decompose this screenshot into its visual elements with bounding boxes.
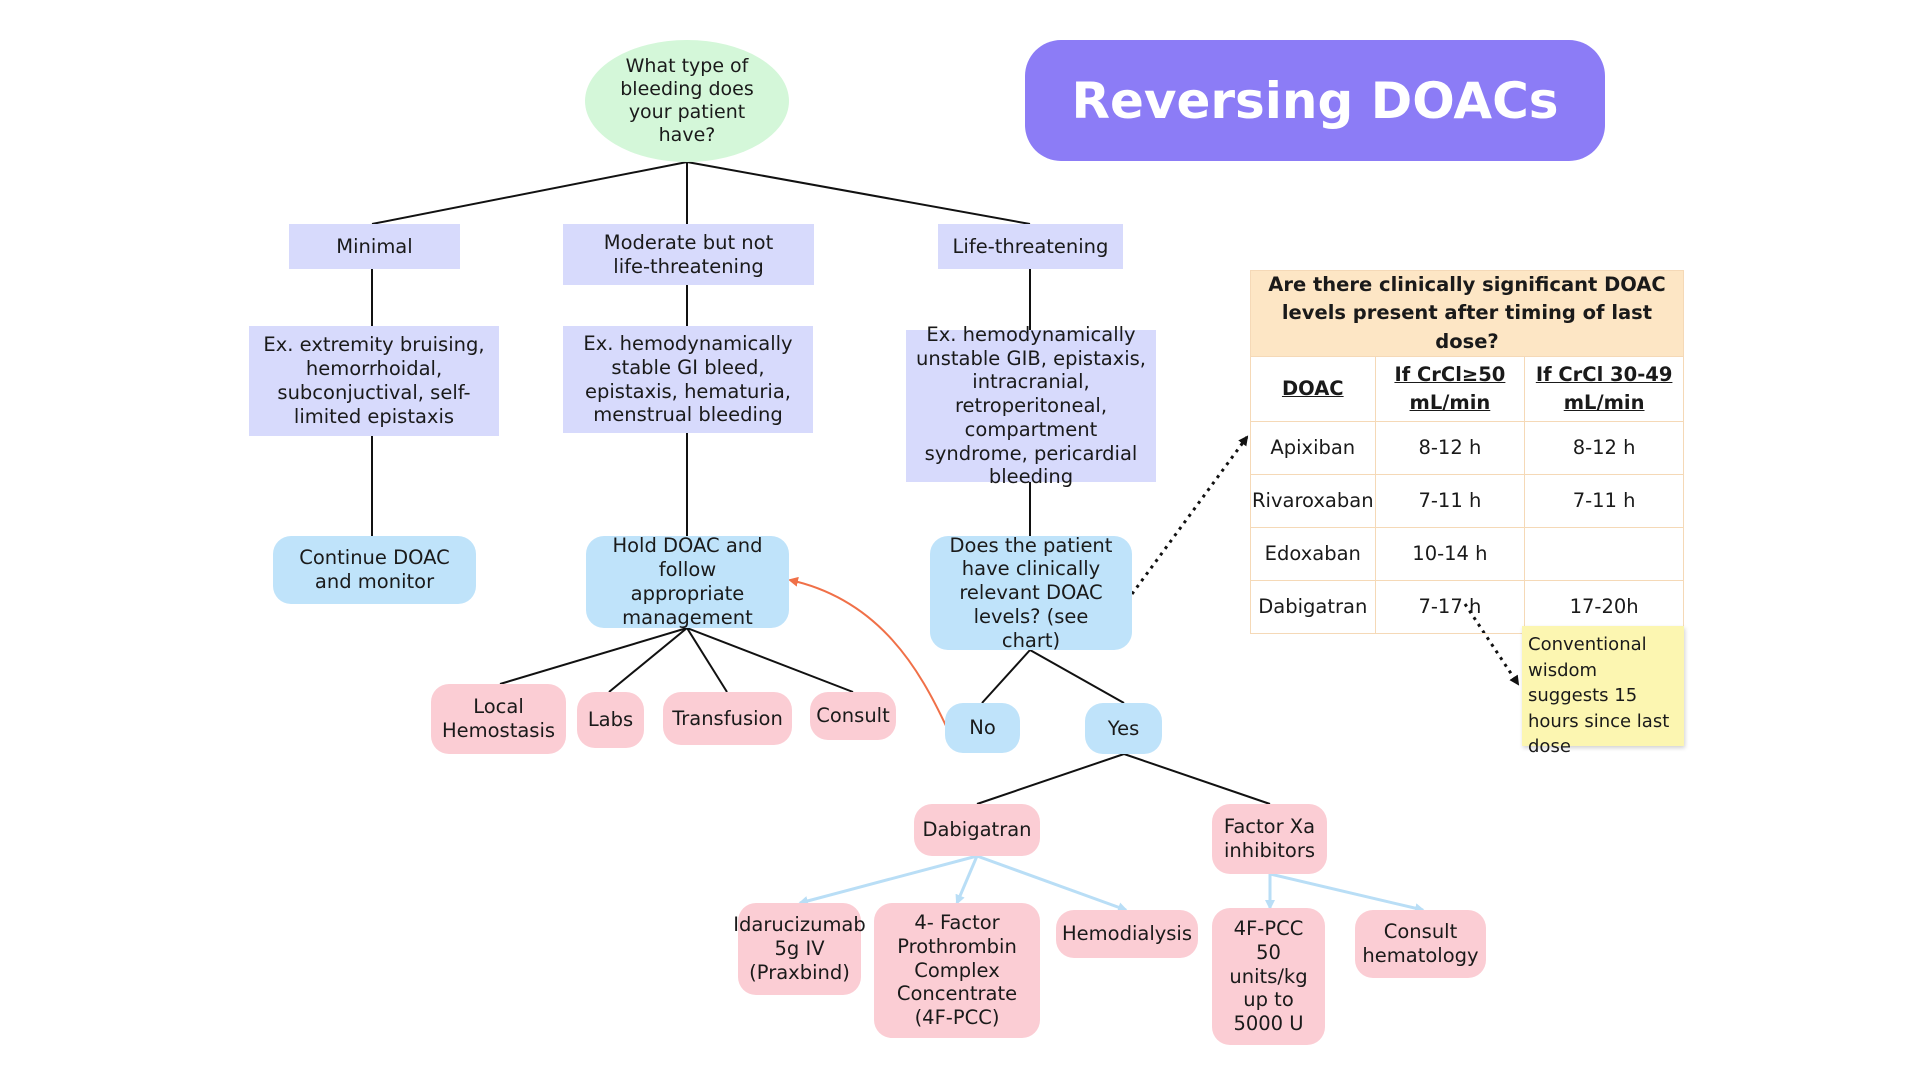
table-cell: Dabigatran (1250, 579, 1376, 634)
table-row: Rivaroxaban 7-11 h 7-11 h (1250, 473, 1684, 528)
option-4f-pcc-dose: 4F-PCC 50 units/kg up to 5000 U (1212, 908, 1325, 1045)
table-cell: 10-14 h (1374, 526, 1526, 581)
table-row: Apixiban 8-12 h 8-12 h (1250, 420, 1684, 475)
management-labs: Labs (577, 692, 644, 748)
table-cell: 17-20h (1524, 579, 1684, 634)
column-crcl-50: If CrCl≥50 mL/min (1374, 355, 1526, 422)
option-idarucizumab: Idarucizumab 5g IV (Praxbind) (733, 903, 866, 995)
root-question: What type of bleeding does your patient … (585, 40, 789, 162)
table-cell: 7-11 h (1524, 473, 1684, 528)
table-cell: 8-12 h (1524, 420, 1684, 475)
category-moderate: Moderate but not life-threatening (563, 224, 814, 285)
category-life-threatening: Life-threatening (938, 224, 1123, 269)
table-cell: 7-11 h (1374, 473, 1526, 528)
continue-doac-box: Continue DOAC and monitor (273, 536, 476, 604)
table-cell: Edoxaban (1250, 526, 1376, 581)
page-title: Reversing DOACs (1025, 40, 1605, 161)
table-row: Dabigatran 7-17 h 17-20h (1250, 579, 1684, 634)
management-transfusion: Transfusion (663, 692, 792, 745)
doac-levels-table: Are there clinically significant DOAC le… (1250, 270, 1684, 634)
sticky-note: Conventional wisdom suggests 15 hours si… (1522, 626, 1684, 757)
answer-no: No (945, 703, 1020, 753)
table-cell: Rivaroxaban (1250, 473, 1376, 528)
management-consult: Consult (810, 692, 896, 740)
management-local-hemostasis: Local Hemostasis (431, 684, 566, 754)
table-row: Edoxaban 10-14 h (1250, 526, 1684, 581)
example-moderate: Ex. hemodynamically stable GI bleed, epi… (563, 326, 813, 433)
doac-levels-question: Does the patient have clinically relevan… (930, 534, 1132, 652)
agent-factor-xa: Factor Xa inhibitors (1212, 804, 1327, 874)
example-minimal: Ex. extremity bruising, hemorrhoidal, su… (249, 326, 499, 436)
table-cell: Apixiban (1250, 420, 1376, 475)
agent-dabigatran: Dabigatran (914, 804, 1040, 856)
column-doac: DOAC (1250, 355, 1376, 422)
table-cell: 8-12 h (1374, 420, 1526, 475)
table-cell: 7-17 h (1374, 579, 1526, 634)
answer-yes: Yes (1085, 703, 1162, 754)
option-4f-pcc: 4- Factor Prothrombin Complex Concentrat… (874, 903, 1040, 1038)
category-minimal: Minimal (289, 224, 460, 269)
table-cell (1524, 526, 1684, 581)
example-life-threatening: Ex. hemodynamically unstable GIB, epista… (906, 323, 1156, 488)
option-consult-hematology: Consult hematology (1355, 910, 1486, 978)
option-hemodialysis: Hemodialysis (1056, 910, 1198, 958)
column-crcl-30-49: If CrCl 30-49 mL/min (1524, 355, 1684, 422)
hold-doac-box: Hold DOAC and follow appropriate managem… (586, 534, 789, 629)
table-question: Are there clinically significant DOAC le… (1250, 270, 1684, 357)
